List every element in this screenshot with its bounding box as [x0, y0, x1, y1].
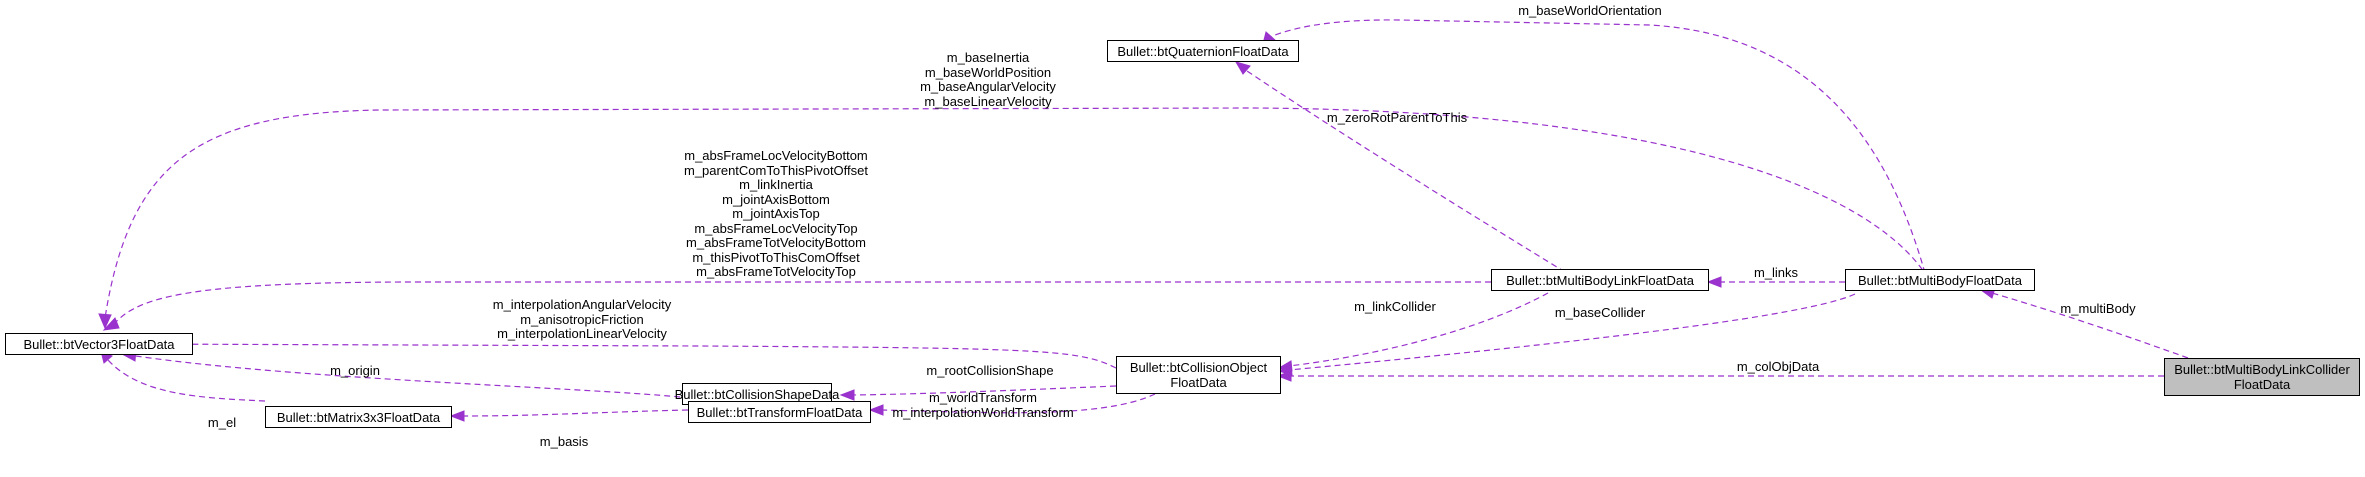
edge-label-multibody-to-vector3: m_baseInertia m_baseWorldPosition m_base…: [920, 50, 1056, 109]
arrowhead-link-to-quaternion: [1234, 61, 1251, 75]
node-bt-matrix3x3-float-data[interactable]: Bullet::btMatrix3x3FloatData: [265, 406, 452, 428]
node-bt-vector3-float-data[interactable]: Bullet::btVector3FloatData: [5, 333, 193, 355]
edge-link-to-quaternion: [1243, 68, 1566, 273]
node-label-line-2: FloatData: [1170, 375, 1227, 390]
node-label-line-1: Bullet::btMultiBodyLinkCollider: [2174, 362, 2350, 377]
edge-label-collobj-to-shape: m_rootCollisionShape: [926, 363, 1054, 378]
arrowhead-collobj-to-transform: [868, 404, 884, 416]
arrowhead-transform-to-matrix: [449, 410, 465, 422]
edge-label-collider-to-multibody: m_multiBody: [2060, 301, 2136, 316]
node-label: Bullet::btMatrix3x3FloatData: [276, 409, 441, 425]
node-label-line-2: FloatData: [2233, 377, 2291, 392]
edge-collobj-to-transform: [880, 393, 1156, 414]
edge-label-link-to-quaternion: m_zeroRotParentToThis: [1326, 110, 1468, 125]
edge-label-transform-to-vector3: m_origin: [330, 363, 380, 378]
edge-transform-to-vector3: [135, 355, 691, 399]
edge-collobj-to-vector3: [127, 343, 1117, 369]
edge-label-collobj-to-vector3: m_interpolationAngularVelocity m_anisotr…: [492, 297, 672, 341]
edge-label-collobj-to-transform: m_worldTransform m_interpolationWorldTra…: [892, 390, 1074, 420]
edge-label-link-to-collobj: m_linkCollider: [1354, 299, 1436, 314]
arrowhead-link-to-vector3: [102, 317, 120, 331]
edge-label-collider-to-collobj: m_colObjData: [1736, 359, 1820, 374]
arrowhead-multibody-to-link: [1706, 276, 1722, 288]
edge-label-multibody-to-link: m_links: [1753, 265, 1799, 280]
edge-transform-to-matrix: [461, 409, 689, 417]
edge-label-multibody-to-quaternion: m_baseWorldOrientation: [1518, 3, 1662, 18]
edge-collider-to-multibody: [1991, 292, 2189, 359]
edge-label-multibody-to-collobj: m_baseCollider: [1554, 305, 1646, 320]
edge-label-matrix-to-vector3: m_el: [207, 415, 237, 430]
node-label: Bullet::btMultiBodyFloatData: [1857, 272, 2023, 288]
arrowhead-collobj-to-shape: [839, 389, 855, 401]
node-label: Bullet::btQuaternionFloatData: [1117, 43, 1289, 59]
node-label: Bullet::btTransformFloatData: [696, 404, 863, 420]
edge-label-link-to-vector3: m_absFrameLocVelocityBottom m_parentComT…: [684, 148, 868, 279]
arrowhead-collider-to-collobj: [1276, 370, 1292, 382]
edge-multibody-to-vector3: [104, 107, 1929, 319]
node-label: Bullet::btVector3FloatData: [23, 336, 175, 352]
arrowhead-multibody-to-vector3: [98, 313, 112, 330]
node-label: Bullet::btCollisionShapeData: [674, 386, 840, 402]
node-bt-multi-body-link-collider-float-data[interactable]: Bullet::btMultiBodyLinkCollider FloatDat…: [2164, 358, 2360, 396]
edge-multibody-to-quaternion: [1267, 19, 1926, 274]
edge-matrix-to-vector3: [107, 359, 266, 402]
node-bt-multi-body-float-data[interactable]: Bullet::btMultiBodyFloatData: [1845, 269, 2035, 291]
node-label-line-1: Bullet::btCollisionObject: [1129, 360, 1268, 375]
node-bt-transform-float-data[interactable]: Bullet::btTransformFloatData: [688, 401, 871, 423]
node-label: Bullet::btMultiBodyLinkFloatData: [1506, 272, 1694, 288]
edge-link-to-vector3: [114, 281, 1491, 324]
edge-label-transform-to-matrix: m_basis: [539, 434, 589, 449]
edge-collobj-to-shape: [851, 385, 1117, 396]
edge-link-to-collobj: [1288, 292, 1549, 367]
node-bt-collision-object-float-data[interactable]: Bullet::btCollisionObject FloatData: [1116, 356, 1281, 394]
node-bt-quaternion-float-data[interactable]: Bullet::btQuaternionFloatData: [1107, 40, 1299, 62]
node-bt-multi-body-link-float-data[interactable]: Bullet::btMultiBodyLinkFloatData: [1491, 269, 1709, 291]
